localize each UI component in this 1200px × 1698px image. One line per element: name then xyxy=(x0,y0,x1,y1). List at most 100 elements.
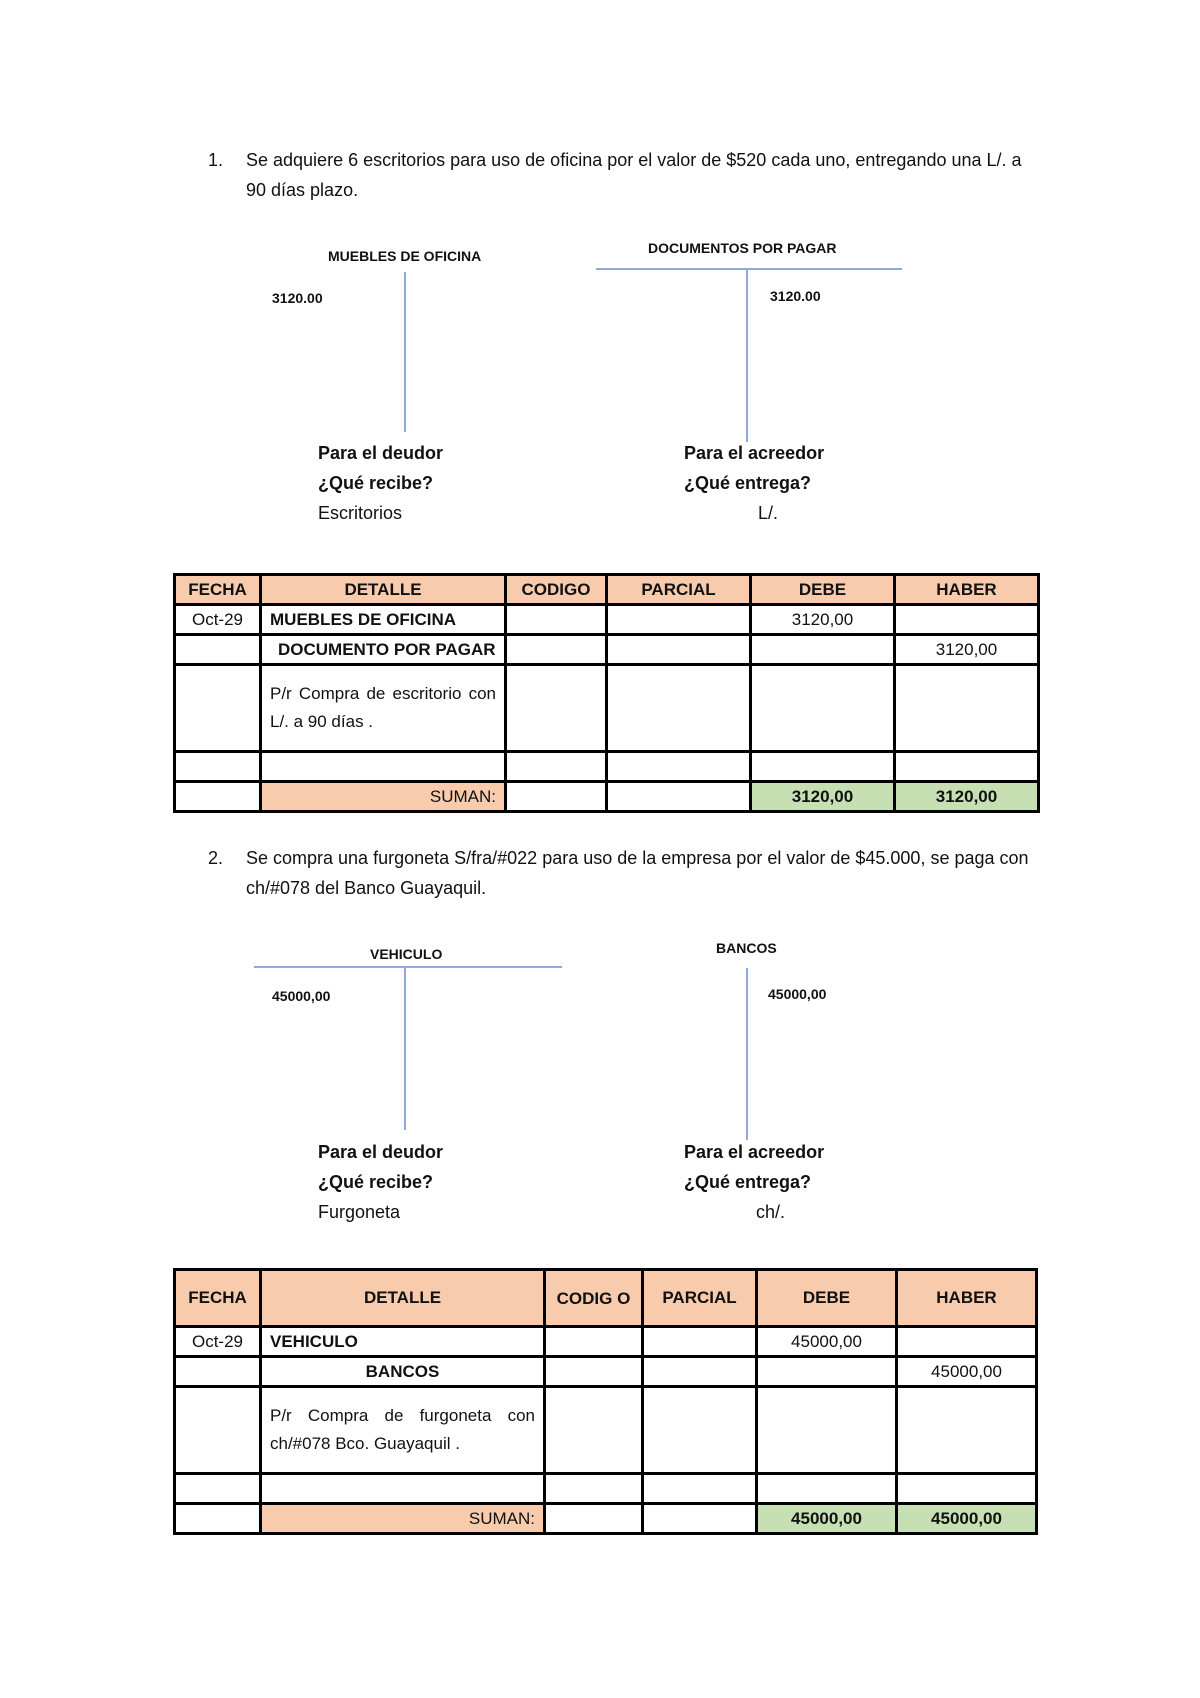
sum-label: SUMAN: xyxy=(259,1502,546,1535)
note-line: ch/. xyxy=(756,1202,786,1222)
col-header-debe: DEBE xyxy=(749,573,896,606)
debtor-note: Para el deudor ¿Qué recibe? Escritorios xyxy=(318,438,443,528)
note-line: ¿Qué entrega? xyxy=(684,1172,812,1192)
note-line: Para el acreedor xyxy=(684,1142,825,1162)
empty-cell xyxy=(641,1385,758,1475)
sum-haber: 45000,00 xyxy=(895,1502,1038,1535)
empty-cell xyxy=(543,1502,644,1535)
t-account-top-line xyxy=(596,268,902,270)
problem-number: 2. xyxy=(208,848,224,868)
debit-account-cell: VEHICULO xyxy=(259,1325,546,1358)
empty-cell xyxy=(749,750,896,783)
empty-cell xyxy=(605,663,752,753)
col-header-detalle: DETALLE xyxy=(259,1268,546,1328)
empty-cell xyxy=(504,663,608,753)
empty-cell xyxy=(504,603,608,636)
col-header-fecha: FECHA xyxy=(173,1268,262,1328)
note-line: ¿Qué entrega? xyxy=(684,473,812,493)
col-header-fecha: FECHA xyxy=(173,573,262,606)
empty-cell xyxy=(173,1355,262,1388)
table-row xyxy=(173,750,1040,783)
date-cell: Oct-29 xyxy=(173,603,262,636)
empty-cell xyxy=(641,1325,758,1358)
empty-cell xyxy=(173,1472,262,1505)
journal-table: FECHA DETALLE CODIG O PARCIAL DEBE HABER… xyxy=(173,1268,1038,1535)
empty-cell xyxy=(605,633,752,666)
empty-cell xyxy=(543,1385,644,1475)
note-line: Para el acreedor xyxy=(684,443,825,463)
empty-cell xyxy=(895,1385,1038,1475)
sum-haber: 3120,00 xyxy=(893,780,1040,813)
empty-cell xyxy=(893,603,1040,636)
date-cell: Oct-29 xyxy=(173,1325,262,1358)
t-account-top-line xyxy=(254,966,562,968)
empty-cell xyxy=(173,750,262,783)
t-account-divider xyxy=(746,968,748,1140)
problem-text: Se adquiere 6 escritorios para uso de of… xyxy=(246,150,1022,200)
table-header-row: FECHA DETALLE CODIG O PARCIAL DEBE HABER xyxy=(173,1268,1038,1328)
empty-cell xyxy=(895,1325,1038,1358)
credit-account-cell: DOCUMENTO POR PAGAR xyxy=(259,633,507,666)
note-line: Furgoneta xyxy=(318,1202,401,1222)
empty-cell xyxy=(755,1385,898,1475)
credit-amount-cell: 45000,00 xyxy=(895,1355,1038,1388)
empty-cell xyxy=(173,1502,262,1535)
table-row: BANCOS 45000,00 xyxy=(173,1355,1038,1388)
empty-cell xyxy=(543,1355,644,1388)
credit-account-cell: BANCOS xyxy=(259,1355,546,1388)
sum-debe: 3120,00 xyxy=(749,780,896,813)
col-header-haber: HABER xyxy=(895,1268,1038,1328)
description-cell: P/r Compra de escritorio con L/. a 90 dí… xyxy=(259,663,507,753)
table-header-row: FECHA DETALLE CODIGO PARCIAL DEBE HABER xyxy=(173,573,1040,606)
empty-cell xyxy=(173,780,262,813)
empty-cell xyxy=(755,1355,898,1388)
empty-cell xyxy=(893,663,1040,753)
journal-table: FECHA DETALLE CODIGO PARCIAL DEBE HABER … xyxy=(173,573,1040,813)
debit-account-cell: MUEBLES DE OFICINA xyxy=(259,603,507,636)
t-account-credit-value: 45000,00 xyxy=(768,986,827,1002)
table-row: DOCUMENTO POR PAGAR 3120,00 xyxy=(173,633,1040,666)
t-account-title: VEHICULO xyxy=(370,946,443,962)
empty-cell xyxy=(543,1325,644,1358)
empty-cell xyxy=(504,750,608,783)
empty-cell xyxy=(173,663,262,753)
debit-amount-cell: 3120,00 xyxy=(749,603,896,636)
col-header-debe: DEBE xyxy=(755,1268,898,1328)
col-header-codigo: CODIGO xyxy=(504,573,608,606)
empty-cell xyxy=(749,663,896,753)
col-header-haber: HABER xyxy=(893,573,1040,606)
empty-cell xyxy=(504,780,608,813)
empty-cell xyxy=(893,750,1040,783)
empty-cell xyxy=(641,1355,758,1388)
description-cell: P/r Compra de furgoneta con ch/#078 Bco.… xyxy=(259,1385,546,1475)
sum-label: SUMAN: xyxy=(259,780,507,813)
debit-amount-cell: 45000,00 xyxy=(755,1325,898,1358)
table-row: P/r Compra de escritorio con L/. a 90 dí… xyxy=(173,663,1040,753)
credit-amount-cell: 3120,00 xyxy=(893,633,1040,666)
empty-cell xyxy=(749,633,896,666)
t-account-debit-value: 3120.00 xyxy=(272,290,323,306)
t-account-title: MUEBLES DE OFICINA xyxy=(328,248,482,264)
empty-cell xyxy=(605,750,752,783)
empty-cell xyxy=(543,1472,644,1505)
table-row: Oct-29 MUEBLES DE OFICINA 3120,00 xyxy=(173,603,1040,636)
t-account-credit-value: 3120.00 xyxy=(770,288,821,304)
sum-debe: 45000,00 xyxy=(755,1502,898,1535)
note-line: L/. xyxy=(758,503,779,523)
t-account-divider xyxy=(404,968,406,1130)
col-header-codigo: CODIG O xyxy=(543,1268,644,1328)
table-row: P/r Compra de furgoneta con ch/#078 Bco.… xyxy=(173,1385,1038,1475)
empty-cell xyxy=(755,1472,898,1505)
note-line: ¿Qué recibe? xyxy=(318,1172,434,1192)
note-line: Para el deudor xyxy=(318,1142,444,1162)
creditor-note: Para el acreedor ¿Qué entrega? L/. xyxy=(684,438,824,528)
problem-text: Se compra una furgoneta S/fra/#022 para … xyxy=(246,848,1029,898)
empty-cell xyxy=(641,1502,758,1535)
creditor-note: Para el acreedor ¿Qué entrega? ch/. xyxy=(684,1137,824,1227)
col-header-parcial: PARCIAL xyxy=(641,1268,758,1328)
table-row xyxy=(173,1472,1038,1505)
empty-cell xyxy=(895,1472,1038,1505)
table-row: Oct-29 VEHICULO 45000,00 xyxy=(173,1325,1038,1358)
sum-row: SUMAN: 45000,00 45000,00 xyxy=(173,1502,1038,1535)
problem-number: 1. xyxy=(208,150,224,170)
